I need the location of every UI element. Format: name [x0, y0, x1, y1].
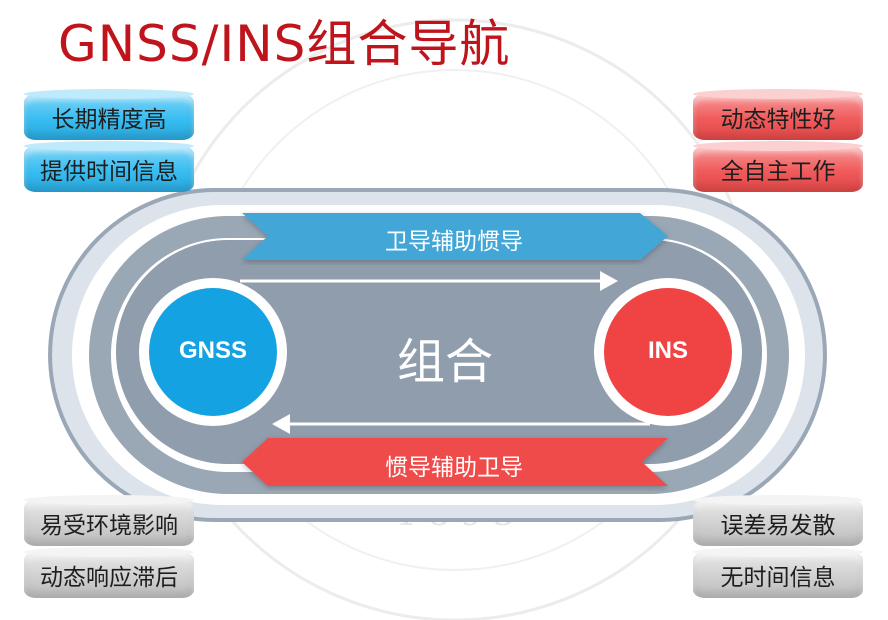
track-body [116, 240, 762, 464]
ins-weaknesses: 误差易发散 无时间信息 [693, 495, 863, 604]
gnss-strengths: 长期精度高 提供时间信息 [24, 89, 194, 198]
page-title: GNSS/INS组合导航 [58, 15, 511, 73]
ins-strength-item: 全自主工作 [693, 141, 863, 192]
bottom-flow-band [242, 438, 668, 486]
left-arrow-head [272, 414, 290, 434]
gnss-strength-item: 长期精度高 [24, 89, 194, 140]
gnss-weakness-item: 易受环境影响 [24, 495, 194, 546]
center-label: 组合 [396, 334, 493, 390]
right-arrow-head [600, 271, 618, 291]
gnss-label: GNSS [178, 337, 247, 364]
bottom-flow-label: 惯导辅助卫导 [385, 455, 523, 481]
ins-label: INS [647, 337, 688, 364]
top-flow-band [242, 213, 668, 260]
gnss-strength-item: 提供时间信息 [24, 141, 194, 192]
ins-weakness-item: 误差易发散 [693, 495, 863, 546]
gnss-weaknesses: 易受环境影响 动态响应滞后 [24, 495, 194, 604]
ins-weakness-item: 无时间信息 [693, 547, 863, 598]
gnss-weakness-item: 动态响应滞后 [24, 547, 194, 598]
ins-strength-item: 动态特性好 [693, 89, 863, 140]
top-flow-label: 卫导辅助惯导 [385, 229, 523, 255]
ins-strengths: 动态特性好 全自主工作 [693, 89, 863, 198]
